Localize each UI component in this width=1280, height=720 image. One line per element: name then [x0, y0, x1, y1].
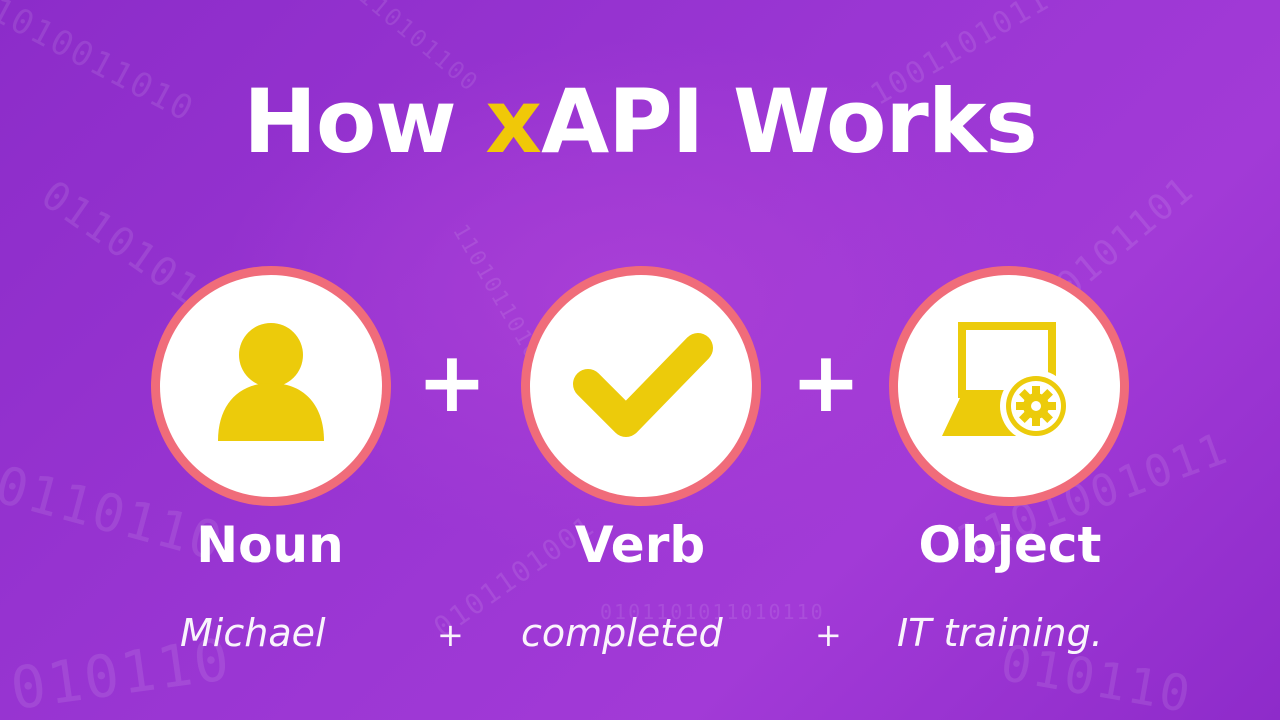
- example-object: IT training.: [897, 611, 1103, 655]
- title-suffix: API Works: [541, 70, 1038, 173]
- example-plus: +: [437, 616, 464, 654]
- example-noun: Michael: [180, 611, 326, 655]
- plus-sign: +: [416, 333, 488, 431]
- example-verb: completed: [521, 611, 723, 655]
- plus-sign: +: [790, 333, 862, 431]
- object-label: Object: [918, 516, 1102, 574]
- object-circle: [889, 266, 1129, 506]
- verb-label: Verb: [574, 516, 706, 574]
- person-icon: [218, 323, 324, 441]
- checkmark-icon: [573, 333, 713, 437]
- title-prefix: How: [243, 70, 486, 173]
- example-plus: +: [815, 616, 842, 654]
- laptop-gear-icon: [942, 322, 1072, 442]
- noun-circle: [151, 266, 391, 506]
- title-accent: x: [485, 70, 542, 173]
- noun-label: Noun: [196, 516, 344, 574]
- gear-icon: [1006, 376, 1066, 436]
- page-title: How xAPI Works: [0, 72, 1280, 172]
- verb-circle: [521, 266, 761, 506]
